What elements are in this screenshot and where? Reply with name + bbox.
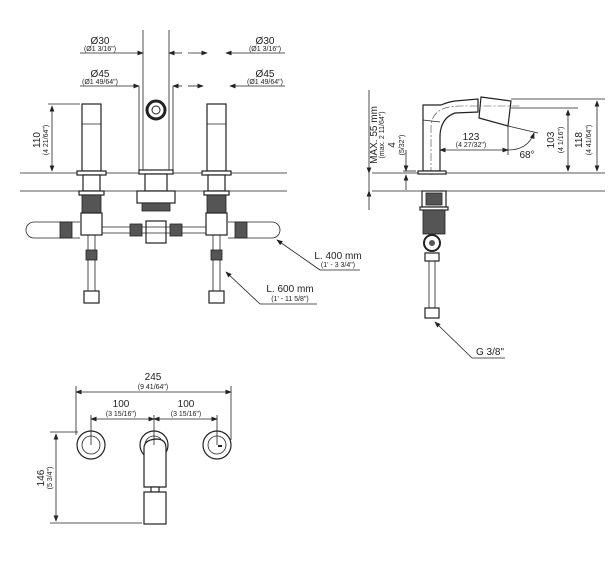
max-deck-label: MAX. 55 mm <box>369 106 380 164</box>
width-label: 245 <box>145 372 162 383</box>
height-label: 110 <box>32 132 43 148</box>
dia-base-inch: (Ø1 49/64") <box>82 79 118 86</box>
reach-label: 123 <box>463 132 480 143</box>
total-height-label: 118 <box>574 132 585 148</box>
angle-label: 68° <box>519 150 534 161</box>
right-handle <box>201 103 232 236</box>
width-inch: (9 41/64") <box>138 384 169 391</box>
hose-400-inch: (1' - 3 3/4") <box>321 262 355 269</box>
dia-base-label: Ø45 <box>91 69 110 80</box>
hose-600-label: L. 600 mm <box>266 284 313 295</box>
flange-label: 4 <box>387 142 398 148</box>
spout-height-inch: (4 1/16") <box>558 127 565 154</box>
spacing-right-inch: (3 15/16") <box>171 411 202 418</box>
spacing-left-inch: (3 15/16") <box>106 411 137 418</box>
left-handle <box>76 103 107 236</box>
depth-label: 146 <box>36 469 47 486</box>
dia-spout-inch: (Ø1 3/16") <box>84 46 116 53</box>
hose-600-inch: (1' - 11 5/8") <box>271 296 309 303</box>
connection-pipes <box>25 221 281 304</box>
spout <box>136 30 176 244</box>
spacing-right-label: 100 <box>178 399 195 410</box>
top-view: 245 (9 41/64") 100 (3 15/16") 100 (3 15/… <box>36 372 232 525</box>
diameter-dimensions: Ø30 (Ø1 3/16") Ø45 (Ø1 49/64") Ø30 (Ø1 3… <box>80 36 285 170</box>
dia-spout-label-right: Ø30 <box>256 36 275 47</box>
front-view: Ø30 (Ø1 3/16") Ø45 (Ø1 49/64") Ø30 (Ø1 3… <box>20 30 362 305</box>
dia-spout-label: Ø30 <box>91 36 110 47</box>
side-view: MAX. 55 mm (max. 2 11/64") 4 (5/32") 123… <box>366 90 605 359</box>
dia-spout-inch-right: (Ø1 3/16") <box>249 46 281 53</box>
total-height-inch: (4 41/64") <box>586 125 593 156</box>
dia-base-label-right: Ø45 <box>256 69 275 80</box>
spout-height-label: 103 <box>546 131 557 148</box>
hose-callouts: L. 400 mm (1' - 3 3/4") L. 600 mm (1' - … <box>225 239 362 305</box>
hose-400-label: L. 400 mm <box>314 251 361 262</box>
thread-label: G 3/8" <box>476 347 504 358</box>
dia-base-inch-right: (Ø1 49/64") <box>247 79 283 86</box>
flange-inch: (5/32") <box>399 135 406 156</box>
spacing-left-label: 100 <box>113 399 130 410</box>
height-dimension: 110 (4 21/64") <box>32 103 80 172</box>
height-inch: (4 21/64") <box>43 125 50 156</box>
max-deck-inch: (max. 2 11/64") <box>379 111 386 158</box>
reach-inch: (4 27/32") <box>456 142 487 149</box>
depth-inch: (5 3/4") <box>47 467 54 490</box>
